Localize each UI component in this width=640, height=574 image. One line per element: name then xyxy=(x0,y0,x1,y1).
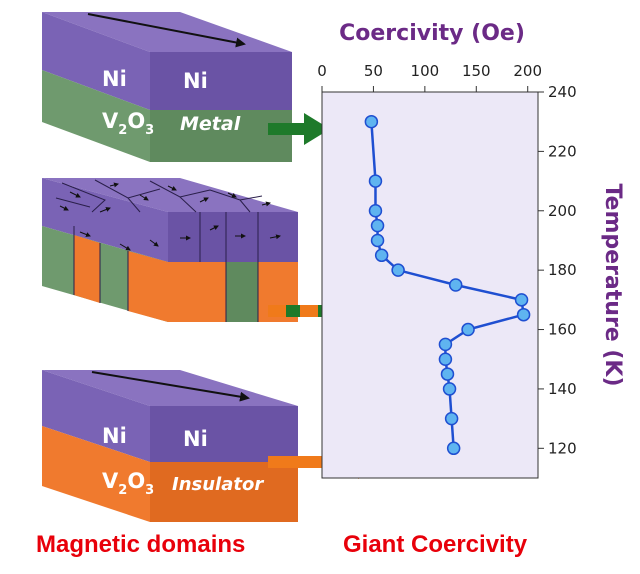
ni-label-left: Ni xyxy=(102,424,127,448)
orange-domain-left-1 xyxy=(74,235,100,303)
magnetization-arrow xyxy=(87,13,246,48)
block-insulator-ni-right-face xyxy=(150,406,298,462)
block-metal: Ni Ni V2O3 Metal xyxy=(42,12,292,162)
x-tick-label: 150 xyxy=(462,62,491,80)
block-metal-ni-right-face xyxy=(150,52,292,110)
data-point xyxy=(444,411,459,426)
y-tick-label: 160 xyxy=(548,321,577,339)
y-tick-label: 200 xyxy=(548,202,577,220)
y-tick-label: 180 xyxy=(548,261,577,279)
block-insulator-top xyxy=(42,370,298,406)
x-tick-label: 100 xyxy=(411,62,440,80)
block-metal-v2o3-left-face xyxy=(42,70,150,162)
block-insulator-v2o3-left-face xyxy=(42,426,150,522)
x-axis: 0 50 100 150 200 xyxy=(317,62,542,92)
y-tick-label: 120 xyxy=(548,439,577,457)
data-point xyxy=(438,337,453,352)
data-point xyxy=(368,204,383,218)
v2o3-label: V2O3 xyxy=(102,469,154,498)
data-point xyxy=(370,218,385,233)
v2o3-label: V2O3 xyxy=(102,109,154,138)
metal-label: Metal xyxy=(180,113,241,135)
caption-giant-coercivity: Giant Coercivity xyxy=(343,531,528,558)
data-point xyxy=(514,293,529,307)
ni-label-right: Ni xyxy=(183,69,208,93)
magnetization-arrow xyxy=(91,371,250,402)
x-tick-label: 200 xyxy=(513,62,542,80)
block-metal-ni-left-face xyxy=(42,12,150,110)
data-point xyxy=(440,367,455,381)
block-domains-ni-left-face xyxy=(42,178,168,262)
domain-walls xyxy=(55,179,263,322)
coercivity-chart: 0 50 100 150 200 120 140 160 180 200 220 240 Coerc… xyxy=(317,21,625,479)
block-domains-ni-right-face xyxy=(168,212,298,262)
data-point xyxy=(446,441,461,456)
data-point xyxy=(391,263,405,277)
x-tick-label: 50 xyxy=(364,62,383,80)
arrow-metal-to-plot xyxy=(268,113,330,145)
caption-magnetic-domains: Magnetic domains xyxy=(36,531,245,558)
data-point xyxy=(448,278,463,292)
data-point xyxy=(364,114,379,129)
data-point xyxy=(442,382,457,396)
data-point xyxy=(461,322,475,337)
data-point xyxy=(438,352,453,366)
y-axis: 120 140 160 180 200 220 240 xyxy=(538,83,577,457)
x-tick-label: 0 xyxy=(317,62,327,80)
plot-area xyxy=(321,91,539,479)
block-insulator: Ni Ni V2O3 Insulator xyxy=(42,370,298,522)
y-tick-label: 140 xyxy=(548,380,577,398)
orange-domain-right-1 xyxy=(168,262,226,322)
data-point xyxy=(370,233,385,248)
ni-label-right: Ni xyxy=(183,427,208,451)
data-markers xyxy=(364,114,531,456)
y-axis-title: Temperature (K) xyxy=(600,183,625,386)
block-metal-v2o3-right-face xyxy=(150,110,292,162)
insulator-label: Insulator xyxy=(172,474,264,495)
block-domains xyxy=(42,178,298,322)
data-point xyxy=(374,248,389,263)
domain-arrows xyxy=(59,182,281,251)
block-insulator-ni-left-face xyxy=(42,370,150,462)
y-tick-label: 220 xyxy=(548,142,577,160)
orange-domain-left-2 xyxy=(128,251,168,322)
block-insulator-v2o3-right-face xyxy=(150,462,298,522)
y-tick-label: 240 xyxy=(548,83,577,101)
data-point xyxy=(368,174,383,188)
ni-label-left: Ni xyxy=(102,67,127,91)
data-point xyxy=(516,307,531,322)
chart-title: Coercivity (Oe) xyxy=(339,21,525,46)
